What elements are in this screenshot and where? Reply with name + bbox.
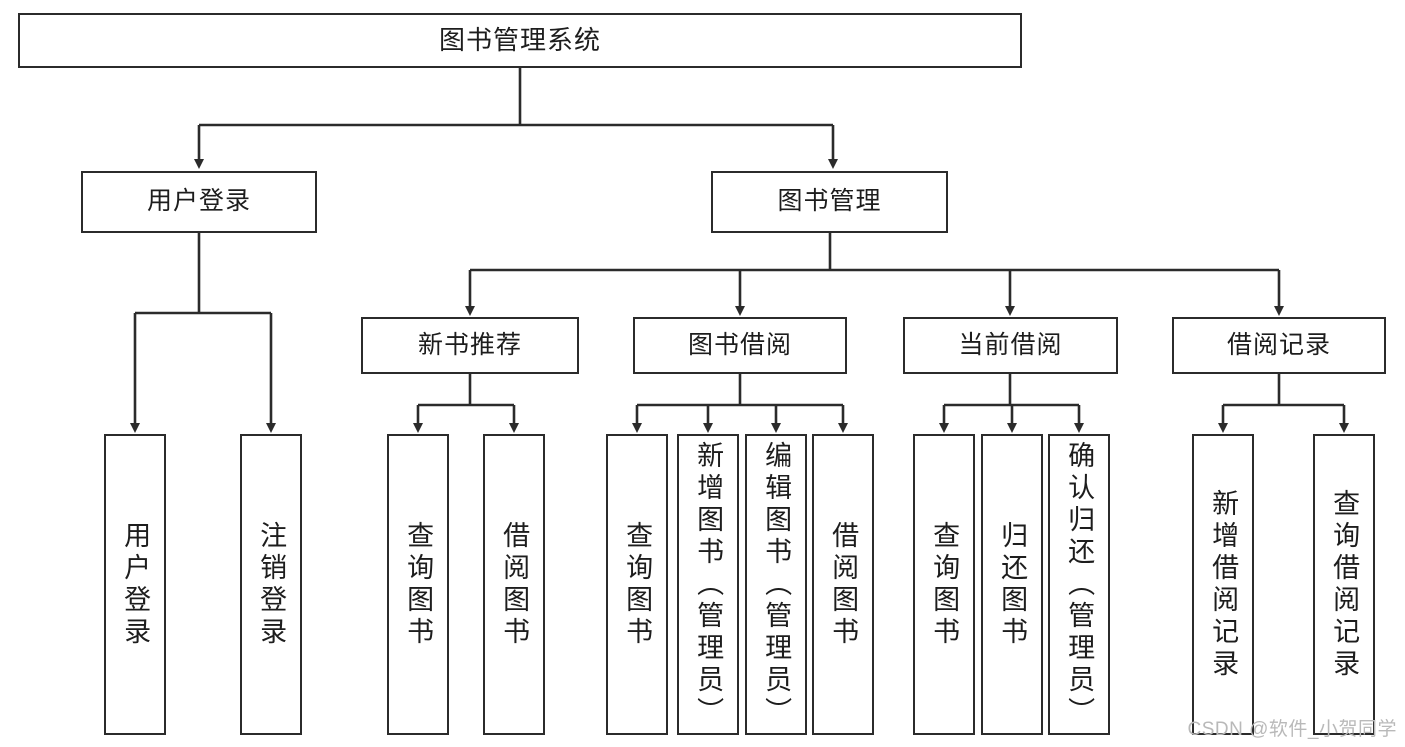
- node-user-login-module-label: 用户登录: [146, 187, 251, 216]
- node-borrow-record-label: 借阅记录: [1226, 330, 1331, 359]
- leaf-new-query-book-label: 查询图书: [403, 520, 434, 649]
- leaf-borrow-add-book-admin[interactable]: 新增图书（管理员）: [677, 434, 739, 735]
- leaf-borrow-edit-book-admin-label: 编辑图书（管理员）: [761, 440, 792, 729]
- leaf-current-confirm-return-admin-label: 确认归还（管理员）: [1064, 440, 1095, 729]
- leaf-borrow-query-book-label: 查询图书: [622, 520, 653, 649]
- leaf-borrow-add-book-admin-label: 新增图书（管理员）: [693, 440, 724, 729]
- leaf-new-query-book[interactable]: 查询图书: [387, 434, 449, 735]
- node-book-management-module-label: 图书管理: [777, 187, 882, 216]
- leaf-record-add-label: 新增借阅记录: [1208, 488, 1239, 681]
- node-book-management-module[interactable]: 图书管理: [711, 171, 948, 233]
- leaf-current-return-book-label: 归还图书: [997, 520, 1028, 649]
- leaf-user-logout[interactable]: 注销登录: [240, 434, 302, 735]
- leaf-current-confirm-return-admin[interactable]: 确认归还（管理员）: [1048, 434, 1110, 735]
- csdn-watermark: CSDN @软件_小贺同学: [1187, 719, 1397, 740]
- node-root[interactable]: 图书管理系统: [18, 13, 1022, 68]
- node-current-borrow-label: 当前借阅: [958, 330, 1063, 359]
- leaf-user-login[interactable]: 用户登录: [104, 434, 166, 735]
- leaf-new-borrow-book-label: 借阅图书: [499, 520, 530, 649]
- leaf-borrow-lend-book-label: 借阅图书: [828, 520, 859, 649]
- leaf-record-add[interactable]: 新增借阅记录: [1192, 434, 1254, 735]
- node-user-login-module[interactable]: 用户登录: [81, 171, 317, 233]
- node-borrow-record[interactable]: 借阅记录: [1172, 317, 1386, 374]
- leaf-new-borrow-book[interactable]: 借阅图书: [483, 434, 545, 735]
- leaf-current-query-book-label: 查询图书: [929, 520, 960, 649]
- node-new-book-recommend-label: 新书推荐: [417, 330, 522, 359]
- leaf-current-return-book[interactable]: 归还图书: [981, 434, 1043, 735]
- leaf-borrow-query-book[interactable]: 查询图书: [606, 434, 668, 735]
- leaf-user-logout-label: 注销登录: [256, 520, 287, 649]
- node-book-borrow[interactable]: 图书借阅: [633, 317, 847, 374]
- node-current-borrow[interactable]: 当前借阅: [903, 317, 1118, 374]
- leaf-borrow-edit-book-admin[interactable]: 编辑图书（管理员）: [745, 434, 807, 735]
- node-new-book-recommend[interactable]: 新书推荐: [361, 317, 579, 374]
- node-root-label: 图书管理系统: [438, 25, 601, 56]
- leaf-current-query-book[interactable]: 查询图书: [913, 434, 975, 735]
- node-book-borrow-label: 图书借阅: [687, 330, 792, 359]
- leaf-borrow-lend-book[interactable]: 借阅图书: [812, 434, 874, 735]
- leaf-record-query-label: 查询借阅记录: [1329, 488, 1360, 681]
- leaf-user-login-label: 用户登录: [120, 520, 151, 649]
- leaf-record-query[interactable]: 查询借阅记录: [1313, 434, 1375, 735]
